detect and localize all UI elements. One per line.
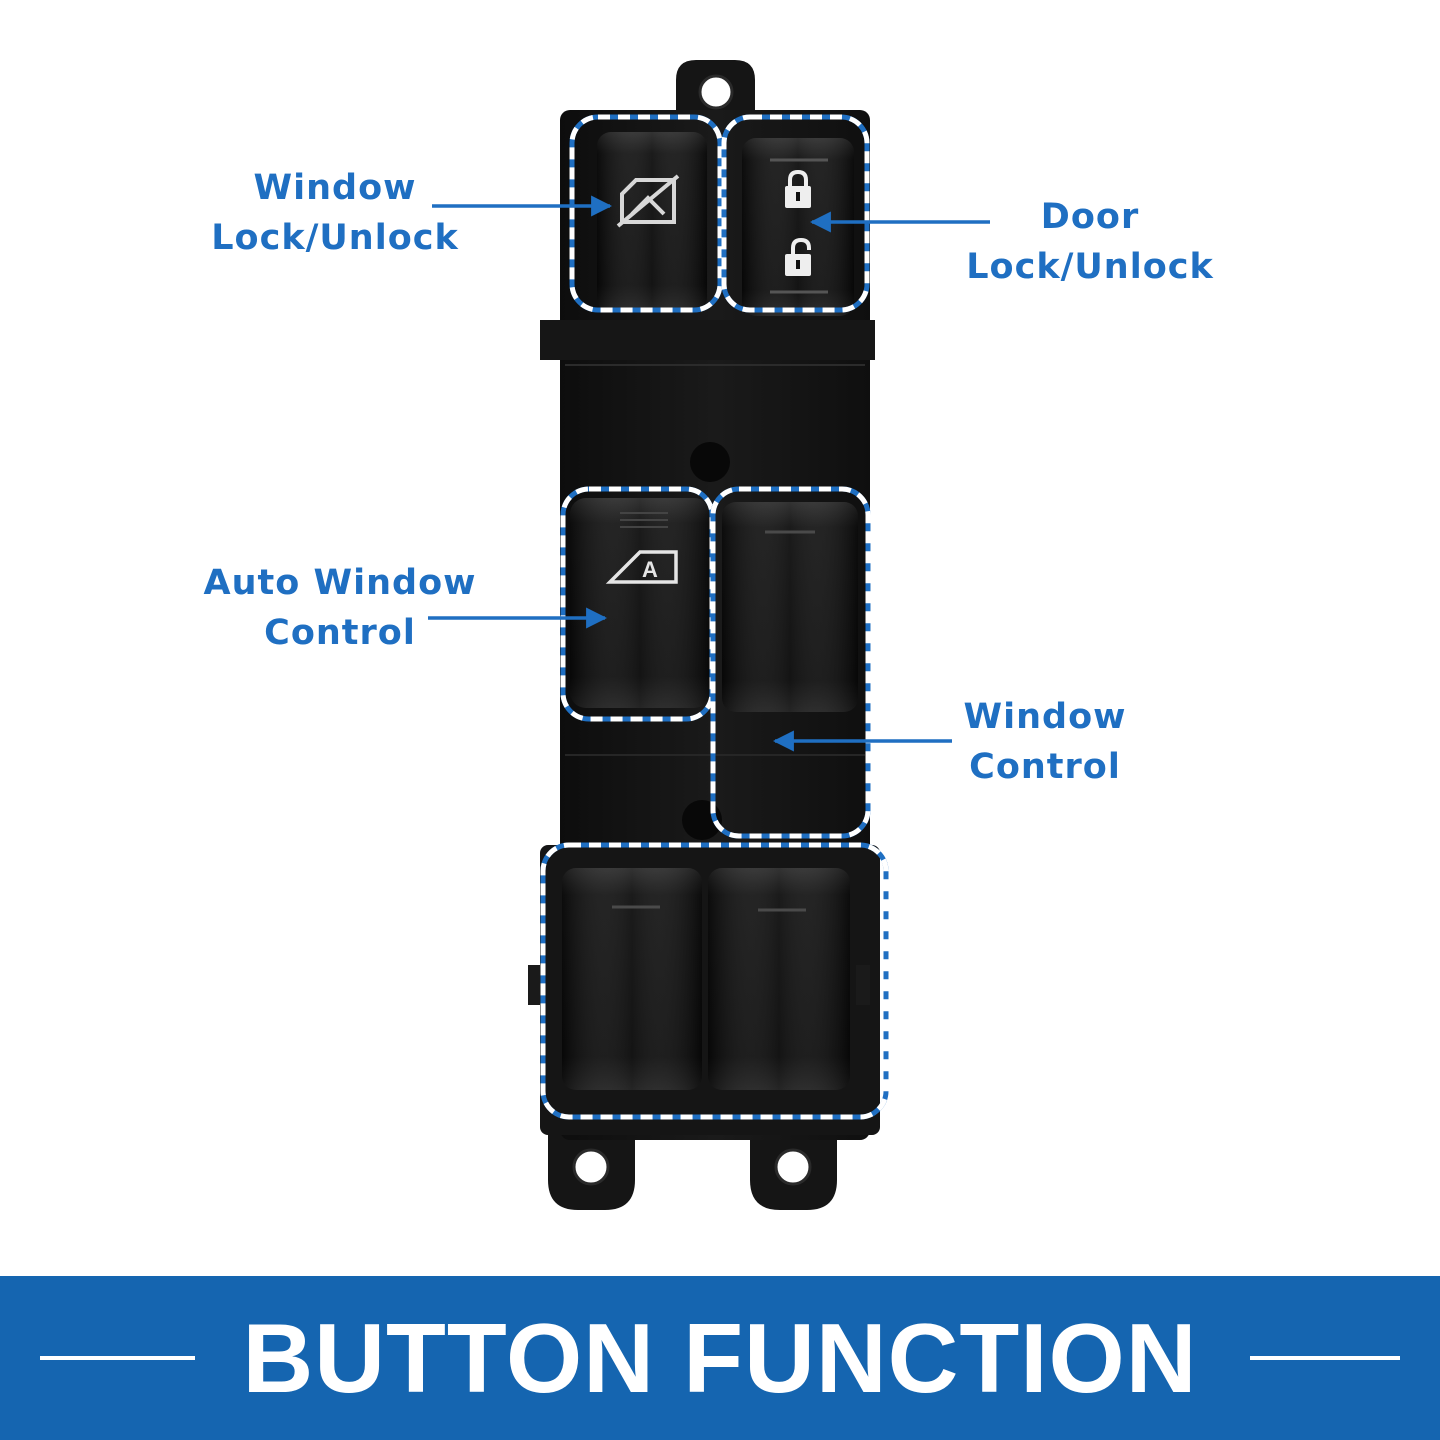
label-window-control: Window Control [935,692,1155,792]
label-window-control-line2: Control [969,747,1121,787]
product-stage: A [190,60,1230,1210]
label-door-lock-line1: Door [1040,197,1140,237]
door-lock-highlight [721,114,870,313]
rear-left-window-button[interactable] [562,868,702,1090]
auto-window-button[interactable]: A [570,498,710,708]
door-lock-button[interactable] [742,138,854,316]
label-door-lock: Door Lock/Unlock [950,192,1230,292]
callout-arrows [428,195,990,752]
label-window-lock: Window Lock/Unlock [200,163,470,263]
banner-rule-right [1250,1356,1400,1360]
bottom-mounting-tab-left [548,1120,635,1210]
label-door-lock-line2: Lock/Unlock [966,247,1214,287]
window-control-highlight [710,486,871,839]
label-auto-window-line2: Control [264,613,416,653]
auto-window-letter: A [642,557,658,582]
auto-window-icon: A [605,550,678,584]
label-auto-window: Auto Window Control [190,558,490,658]
window-control-button[interactable] [722,502,858,712]
banner-rule-left [40,1356,195,1360]
padlock-closed-icon [785,169,811,208]
title-banner: BUTTON FUNCTION [0,1276,1440,1440]
window-switch-panel: A [428,60,990,1210]
label-window-lock-line1: Window [253,168,417,208]
label-window-lock-line2: Lock/Unlock [211,218,459,258]
banner-title: BUTTON FUNCTION [242,1302,1198,1413]
highlight-outlines [540,114,889,1120]
label-window-control-line1: Window [963,697,1127,737]
bottom-mounting-tab-right [750,1120,837,1210]
window-lock-highlight [569,114,723,313]
padlock-open-icon [785,237,811,276]
label-auto-window-line1: Auto Window [203,563,477,603]
window-lock-button[interactable] [597,132,707,312]
rear-right-window-button[interactable] [708,868,850,1090]
rear-windows-highlight [540,842,889,1120]
window-lock-icon [616,174,680,228]
